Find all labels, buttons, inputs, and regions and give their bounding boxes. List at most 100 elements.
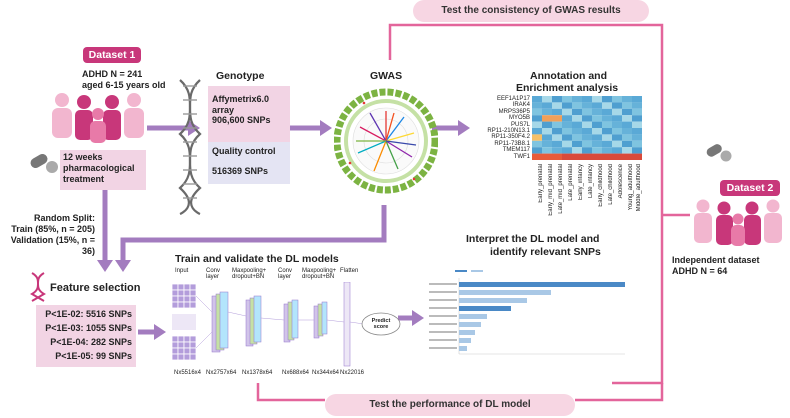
heatmap-cell xyxy=(552,108,562,116)
layer-label-pool2: Maxpooling+ dropout+BN xyxy=(302,268,337,280)
heatmap-cell xyxy=(562,102,572,109)
heatmap-cell xyxy=(562,128,572,135)
tissue-labels: Early_prenatal Early_mid_prenatal Late_m… xyxy=(532,160,642,216)
heatmap-cell xyxy=(552,96,562,103)
gene-label: RP11-210N13.1 xyxy=(487,127,530,134)
banner-bottom: Test the performance of DL model xyxy=(325,394,575,416)
tissue-label: Young_adulthood xyxy=(628,164,634,211)
interpret-title-1: Interpret the DL model and xyxy=(466,233,600,245)
genotype-box: Affymetrix6.0 array 906,600 SNPs xyxy=(208,86,290,142)
heatmap-cell xyxy=(532,108,542,116)
dim-pool2: Nx344x64 xyxy=(312,370,340,376)
feature-box: P<1E-02: 5516 SNPs P<1E-03: 1055 SNPs P<… xyxy=(36,305,136,367)
dataset2-desc: Independent dataset xyxy=(672,255,760,265)
gene-label: PUS7L xyxy=(510,121,530,128)
layer-label-pool1: Maxpooling+ dropout+BN xyxy=(232,268,267,280)
heatmap-cell xyxy=(632,108,642,116)
heatmap-cell xyxy=(622,108,632,116)
heatmap-cell xyxy=(592,140,602,148)
heatmap-cell xyxy=(592,96,602,103)
heatmap-cell xyxy=(622,121,632,128)
heatmap-cell xyxy=(592,147,602,154)
layer-label-input: Input xyxy=(175,268,189,274)
heatmap-cell xyxy=(562,134,572,141)
dl-title: Train and validate the DL models xyxy=(175,253,339,265)
banner-top: Test the consistency of GWAS results xyxy=(413,0,649,22)
heatmap-cell xyxy=(552,115,562,122)
heatmap-cell xyxy=(582,134,592,141)
heatmap-cell xyxy=(632,115,642,122)
dim-conv2: Nx688x64 xyxy=(282,370,310,376)
heatmap-cell xyxy=(622,134,632,141)
heatmap-cell xyxy=(632,96,642,103)
interpret-title-2: identify relevant SNPs xyxy=(490,246,601,258)
heatmap-cell xyxy=(612,128,622,135)
heatmap-cell xyxy=(592,121,602,128)
genotype-snps: 906,600 SNPs xyxy=(212,115,271,125)
heatmap-cell xyxy=(582,115,592,122)
heatmap-cell xyxy=(582,140,592,148)
heatmap-cell xyxy=(582,121,592,128)
treatment-line1: 12 weeks xyxy=(63,152,103,162)
pill-icon-2 xyxy=(706,144,732,162)
split-validation: Validation (15%, n = 36) xyxy=(10,235,95,256)
heatmap-cell xyxy=(612,134,622,141)
heatmap-cell xyxy=(622,115,632,122)
heatmap-cell xyxy=(542,115,552,122)
heatmap-cell xyxy=(592,153,602,160)
heatmap-cell xyxy=(602,128,612,135)
heatmap-cell xyxy=(542,147,552,154)
gene-label: TMEM117 xyxy=(502,147,530,154)
heatmap-cell xyxy=(582,96,592,103)
dim-flatten: Nx22016 xyxy=(340,370,365,376)
heatmap-cell xyxy=(532,147,542,154)
heatmap-cell xyxy=(552,153,562,160)
layer-label-conv2: Conv layer xyxy=(278,268,293,280)
heatmap-cell xyxy=(532,128,542,135)
heatmap-cell xyxy=(542,102,552,109)
heatmap-cell xyxy=(562,140,572,148)
heatmap-cell xyxy=(542,140,552,148)
heatmap-cell xyxy=(632,134,642,141)
heatmap-cell xyxy=(592,134,602,141)
genotype-array: Affymetrix6.0 array xyxy=(212,94,270,115)
heatmap-cell xyxy=(542,121,552,128)
heatmap-cell xyxy=(552,121,562,128)
heatmap-cell xyxy=(542,134,552,141)
heatmap-cell xyxy=(572,147,582,154)
heatmap-cell xyxy=(602,153,612,160)
heatmap-cell xyxy=(612,115,622,122)
dataset2-n: ADHD N = 64 xyxy=(672,266,728,276)
heatmap-cell xyxy=(562,121,572,128)
shap-bar-plot xyxy=(425,266,630,376)
heatmap-cell xyxy=(622,128,632,135)
dataset1-age: aged 6-15 years old xyxy=(82,80,166,90)
heatmap-cell xyxy=(612,108,622,116)
gwas-title: GWAS xyxy=(370,70,403,82)
tissue-label: Early_mid_prenatal xyxy=(548,164,554,216)
annotation-title-1: Annotation and xyxy=(530,70,607,82)
genotype-title: Genotype xyxy=(216,70,265,82)
heatmap-cell xyxy=(602,102,612,109)
heatmap-cell xyxy=(542,128,552,135)
heatmap-cell xyxy=(602,140,612,148)
heatmap-cell xyxy=(552,128,562,135)
heatmap-cell xyxy=(582,147,592,154)
heatmap-cell xyxy=(632,121,642,128)
heatmap-cell xyxy=(612,96,622,103)
layer-label-flatten: Flatten xyxy=(340,268,359,274)
heatmap-cell xyxy=(572,140,582,148)
heatmap-cell xyxy=(632,128,642,135)
heatmap-cell xyxy=(532,96,542,103)
dataset2-tag: Dataset 2 xyxy=(720,180,780,196)
treatment-line2: pharmacological xyxy=(63,163,135,173)
people-icon-2 xyxy=(694,199,782,246)
heatmap-cell xyxy=(532,121,542,128)
dataset1-n: ADHD N = 241 xyxy=(82,69,143,79)
split-title: Random Split: xyxy=(34,213,95,223)
layer-label-conv1: Conv layer xyxy=(206,268,221,280)
tissue-label: Late_mid_prenatal xyxy=(558,164,564,214)
heatmap-cell xyxy=(572,128,582,135)
heatmap-cell xyxy=(602,121,612,128)
